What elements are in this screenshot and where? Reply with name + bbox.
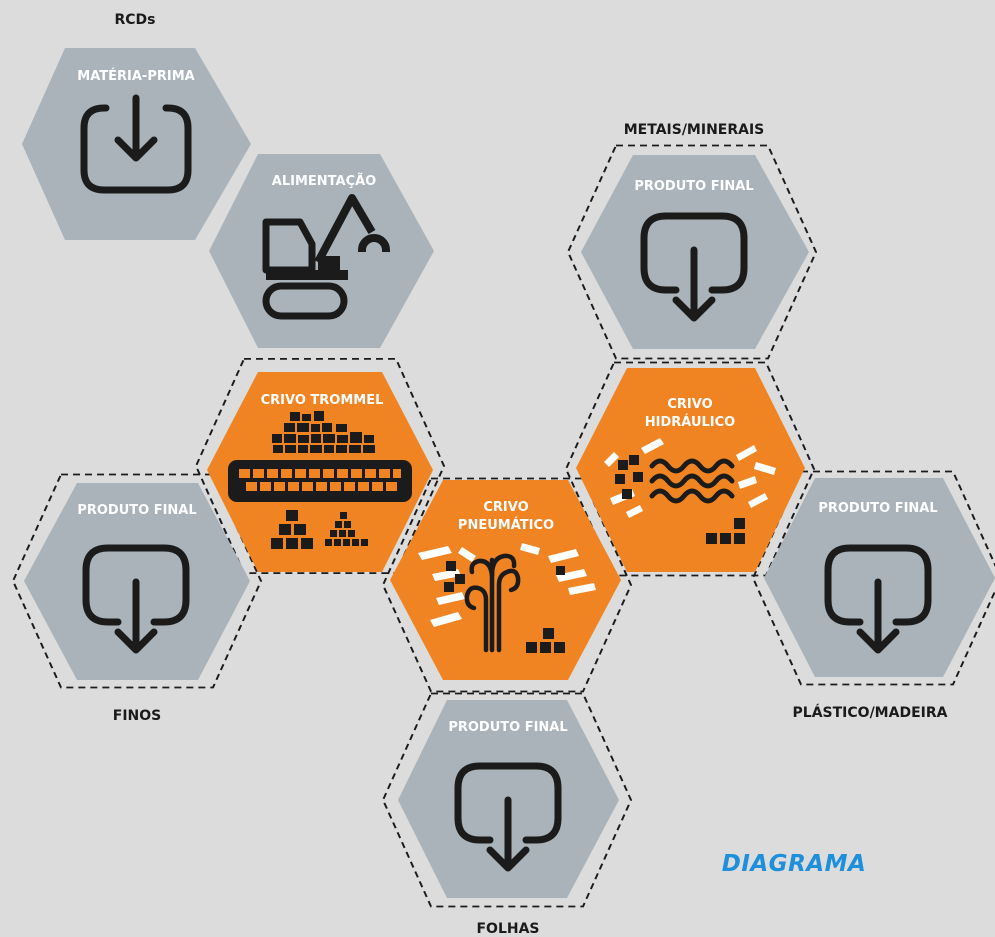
hex-crivo-hidraulico [576, 368, 805, 572]
hex-produto-plastico [764, 478, 995, 677]
trommel-screen-icon [228, 411, 412, 549]
node-title-crivo-pneumatico-2: PNEUMÁTICO [458, 517, 554, 533]
water-separator-icon [604, 438, 776, 544]
node-title-alimentacao: ALIMENTAÇÃO [272, 173, 376, 189]
outer-label-plastico: PLÁSTICO/MADEIRA [793, 704, 948, 721]
hex-crivo-pneumatico [390, 480, 621, 680]
node-title-crivo-trommel: CRIVO TROMMEL [261, 393, 384, 408]
outer-label-rcds: RCDs [114, 12, 155, 28]
outer-label-folhas: FOLHAS [476, 921, 539, 937]
input-tray-icon [80, 94, 192, 194]
node-title-crivo-hidraulico-2: HIDRÁULICO [645, 414, 735, 430]
node-title-crivo-pneumatico-1: CRIVO [483, 500, 528, 515]
excavator-icon [262, 194, 391, 320]
node-title-produto-metais: PRODUTO FINAL [634, 179, 753, 194]
air-separator-icon [418, 543, 596, 653]
brand-logo: DIAGRAMA [722, 851, 867, 877]
outer-label-metais: METAIS/MINERAIS [624, 122, 765, 138]
node-title-crivo-hidraulico-1: CRIVO [667, 397, 712, 412]
node-title-produto-finos: PRODUTO FINAL [77, 503, 196, 518]
node-title-produto-folhas: PRODUTO FINAL [448, 720, 567, 735]
outer-label-finos: FINOS [113, 708, 161, 724]
node-title-produto-plastico: PRODUTO FINAL [818, 501, 937, 516]
node-title-materia-prima: MATÉRIA-PRIMA [77, 68, 194, 84]
